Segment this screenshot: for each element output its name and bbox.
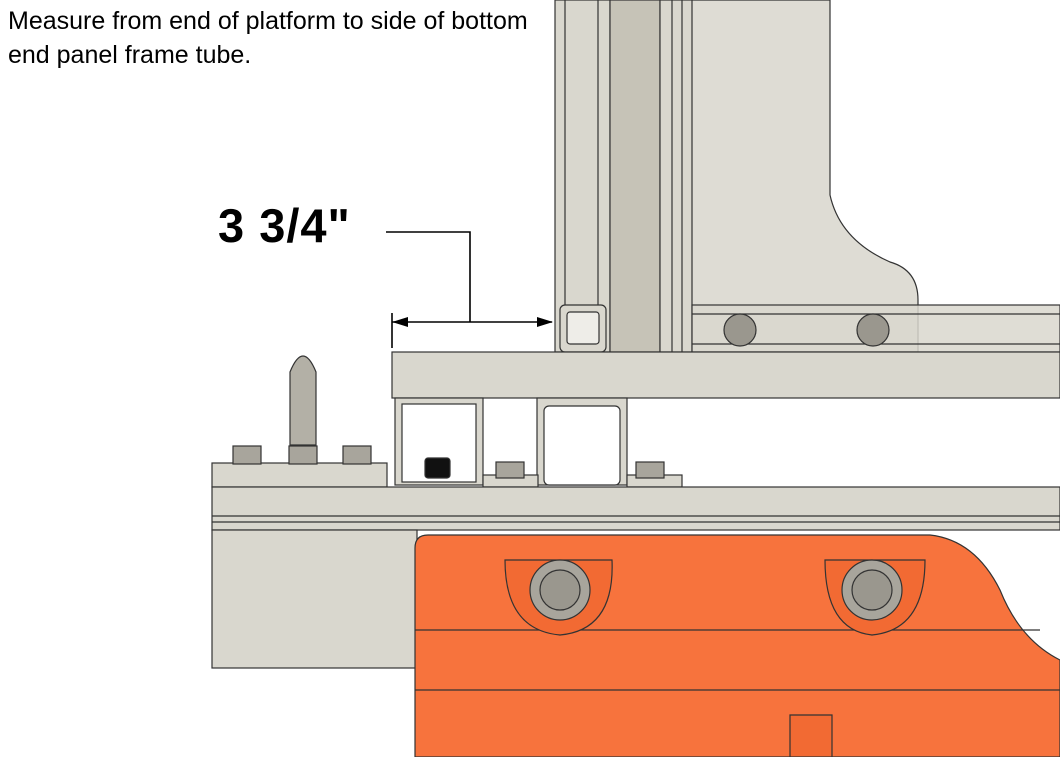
dimension-label: 3 3/4" (218, 199, 351, 252)
nut (342, 445, 372, 465)
bolt-head (723, 313, 757, 347)
eye-bolt (289, 355, 317, 446)
nut (288, 445, 318, 465)
end-panel (689, 0, 919, 353)
vertical-frame-tube (554, 0, 611, 353)
vertical-frame-channel (609, 0, 661, 353)
bolt-head (856, 313, 890, 347)
base-plate (211, 462, 388, 488)
rail-lower (211, 529, 418, 669)
dimension-line (386, 231, 552, 348)
arrowhead-right (537, 317, 553, 327)
platform (391, 351, 1060, 399)
instruction-text: Measure from end of platform to side of … (8, 7, 528, 69)
nut (495, 461, 525, 479)
nut (232, 445, 262, 465)
rail (211, 486, 1060, 531)
rubber-foot (424, 457, 451, 479)
nut (635, 461, 665, 479)
arrowhead-left (392, 317, 408, 327)
